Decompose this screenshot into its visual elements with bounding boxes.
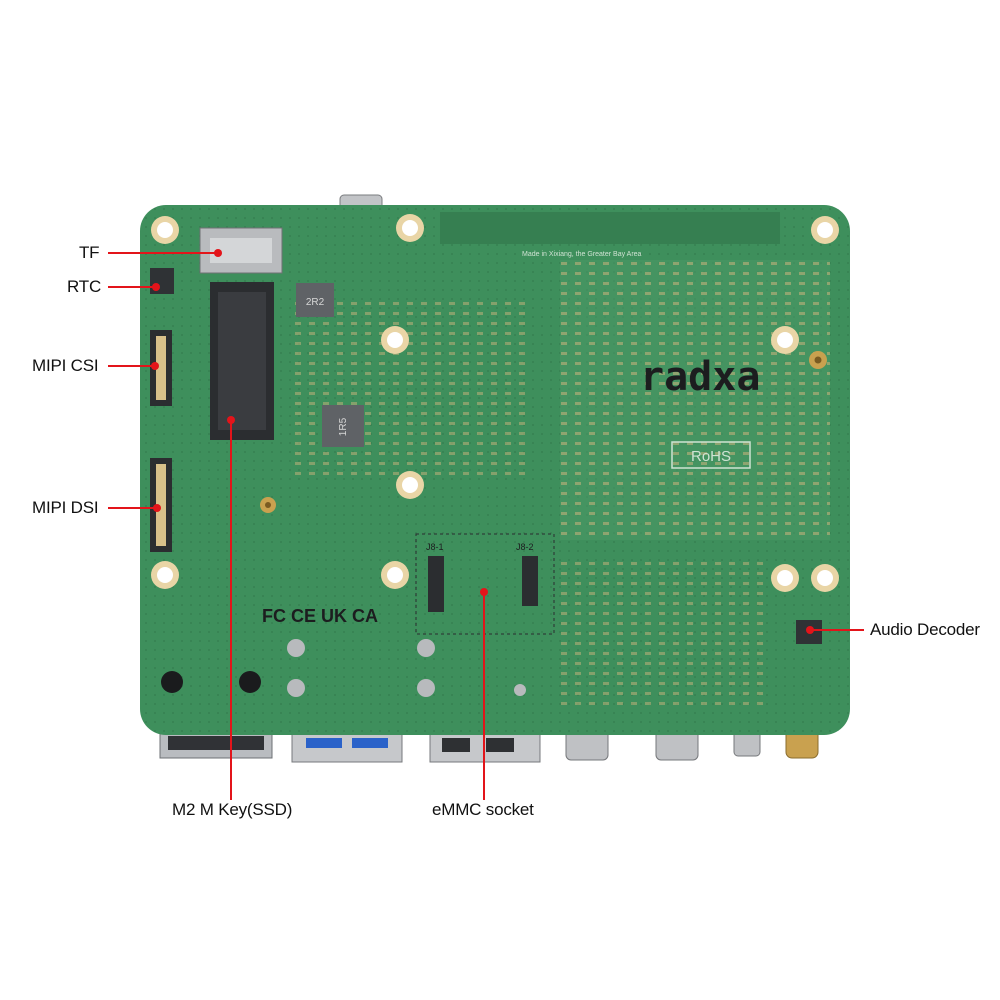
radxa-logo: radxa [640,354,760,400]
tf-callout-dot [214,249,222,257]
inductor-2r2-label: 2R2 [306,297,325,308]
mipi-dsi-callout-dot [153,504,161,512]
rtc-callout-dot [152,283,160,291]
tf-card-slot [199,227,283,274]
mounting-holes [151,214,839,592]
inductor-2r2: 2R2 [296,283,334,317]
callout-label-mipi-dsi: MIPI DSI [32,498,99,517]
certification-marks: FC CE UK CA [262,606,378,626]
emmc-callout-dot [480,588,488,596]
callout-label-tf: TF [79,243,100,262]
screw-posts [161,671,261,693]
silkscreen-made-in: Made in Xixiang, the Greater Bay Area [522,251,642,258]
callout-label-audio-decoder: Audio Decoder [870,620,980,639]
m2-slot [210,282,274,440]
m2-callout-dot [227,416,235,424]
j8-2-label: J8-2 [516,542,534,552]
callout-lines [108,249,864,800]
rohs-text: RoHS [691,448,731,465]
callout-label-mipi-csi: MIPI CSI [32,356,99,375]
mipi-csi-connector [150,330,172,406]
audio-decoder-callout-dot [806,626,814,634]
rohs-mark: RoHS [671,441,751,469]
pcb-board: 2R2 1R5 Made in Xixiang, the Greater Bay… [140,205,850,735]
mipi-csi-callout-dot [151,362,159,370]
callout-label-m2-m-key: M2 M Key(SSD) [172,800,293,819]
inductor-1r5: 1R5 [322,405,364,447]
inductor-1r5-label: 1R5 [338,417,349,436]
mipi-dsi-connector [150,458,172,552]
callout-label-emmc-socket: eMMC socket [432,800,534,819]
gpio-header [440,212,780,244]
callout-label-rtc: RTC [67,277,102,296]
through-hole-pads [287,639,526,697]
j8-1-label: J8-1 [426,542,444,552]
